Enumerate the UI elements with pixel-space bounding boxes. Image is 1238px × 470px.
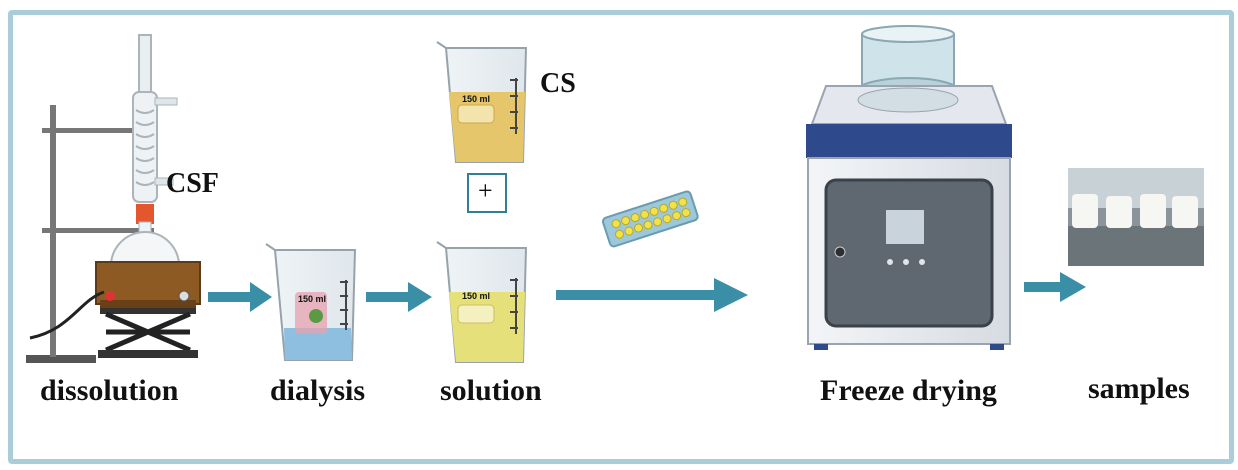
- arrow-3: [556, 278, 748, 312]
- arrow-4: [1024, 272, 1086, 302]
- arrow-1: [208, 282, 272, 312]
- dialysis-beaker: [265, 243, 357, 361]
- volume-mark-dialysis: 150 ml: [298, 294, 327, 304]
- dissolution-apparatus: [26, 34, 201, 363]
- cs-label: CS: [540, 68, 576, 99]
- mold-plate: [601, 190, 699, 248]
- solution-beaker: [436, 241, 528, 363]
- dialysis-label: dialysis: [270, 374, 366, 407]
- samples-photo: [1068, 168, 1204, 266]
- volume-mark-cs: 150 ml: [462, 94, 491, 104]
- arrow-2: [366, 282, 432, 312]
- samples-label: samples: [1088, 372, 1190, 405]
- plus-symbol: +: [478, 176, 493, 205]
- dissolution-label: dissolution: [40, 374, 179, 407]
- solution-label: solution: [440, 374, 542, 407]
- freeze-dryer: [806, 25, 1012, 350]
- volume-mark-solution: 150 ml: [462, 291, 491, 301]
- plus-box: [467, 173, 507, 213]
- cs-beaker: [436, 41, 528, 163]
- freeze-drying-label: Freeze drying: [820, 374, 997, 407]
- csf-label: CSF: [166, 168, 219, 199]
